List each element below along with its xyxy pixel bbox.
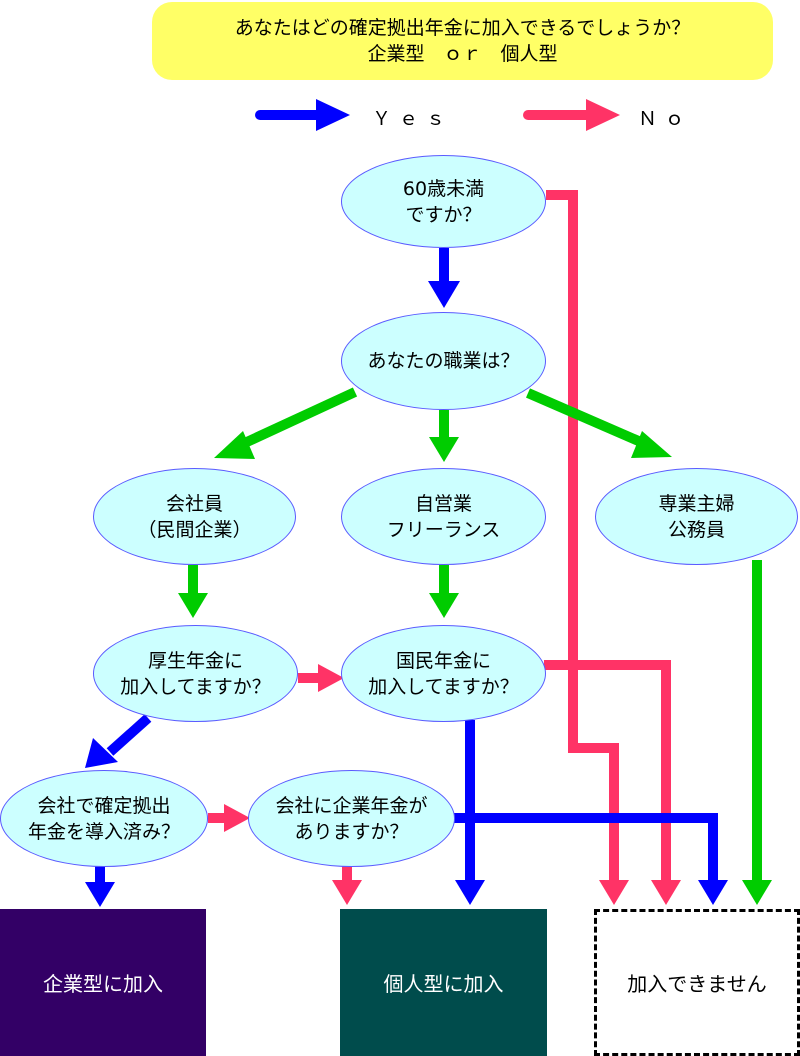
legend-yes-arrow bbox=[255, 99, 350, 131]
arrow-occupation-homemaker bbox=[526, 388, 672, 458]
arrow-company-pension-yes bbox=[454, 813, 728, 905]
node-homemaker: 専業主婦 公務員 bbox=[595, 468, 798, 565]
arrow-kosei-yes bbox=[85, 714, 152, 768]
arrow-occupation-employee bbox=[214, 387, 358, 459]
title-line-2: 企業型 ｏｒ 個人型 bbox=[367, 43, 558, 65]
node-kosei: 厚生年金に 加入してますか？ bbox=[93, 625, 298, 722]
legend-no-label: Ｎｏ bbox=[638, 108, 693, 130]
arrow-age-no bbox=[546, 190, 629, 905]
title-line-1: あなたはどの確定拠出年金に加入できるでしょうか？ bbox=[234, 17, 691, 39]
arrow-company-dc-no bbox=[208, 804, 250, 832]
result-none-label: 加入できません bbox=[627, 972, 767, 996]
result-none: 加入できません bbox=[594, 909, 800, 1056]
result-individual: 個人型に加入 bbox=[340, 909, 547, 1056]
arrow-occupation-selfemployed bbox=[429, 410, 459, 462]
node-age-line-1: 60歳未満 bbox=[402, 177, 485, 200]
result-individual-label: 個人型に加入 bbox=[383, 972, 504, 996]
result-company-label: 企業型に加入 bbox=[43, 972, 163, 996]
node-selfemployed-line-2: フリーランス bbox=[386, 518, 501, 541]
node-kokumin-line-2: 加入してますか？ bbox=[368, 675, 519, 698]
node-kosei-line-2: 加入してますか？ bbox=[120, 675, 271, 698]
arrow-kokumin-yes bbox=[455, 720, 485, 905]
node-company-pension-line-2: ありますか？ bbox=[294, 820, 409, 843]
node-company-dc-line-2: 年金を導入済み？ bbox=[27, 820, 180, 843]
node-company-pension-line-1: 会社に企業年金が bbox=[275, 794, 428, 817]
arrow-kokumin-no bbox=[544, 660, 681, 905]
arrow-employee-kosei bbox=[178, 565, 208, 618]
node-occupation-line-1: あなたの職業は？ bbox=[367, 350, 520, 372]
node-company-dc: 会社で確定拠出 年金を導入済み？ bbox=[0, 770, 208, 867]
node-company-dc-line-1: 会社で確定拠出 bbox=[37, 794, 171, 817]
arrow-kosei-no bbox=[298, 664, 344, 692]
arrow-age-yes bbox=[428, 248, 460, 308]
node-company-pension: 会社に企業年金が ありますか？ bbox=[248, 770, 455, 867]
node-kosei-line-1: 厚生年金に bbox=[147, 649, 243, 672]
node-age-line-2: ですか？ bbox=[405, 203, 482, 226]
node-selfemployed: 自営業 フリーランス bbox=[341, 468, 546, 565]
node-homemaker-line-1: 専業主婦 bbox=[658, 492, 735, 515]
node-employee-line-2: （民間企業） bbox=[137, 518, 252, 541]
result-company: 企業型に加入 bbox=[0, 909, 206, 1056]
node-kokumin: 国民年金に 加入してますか？ bbox=[341, 625, 546, 722]
arrow-selfemployed-kokumin bbox=[429, 565, 459, 618]
arrow-company-pension-no bbox=[332, 866, 362, 905]
legend-yes-label: Ｙｅｓ bbox=[372, 108, 454, 130]
title-box: あなたはどの確定拠出年金に加入できるでしょうか？ 企業型 ｏｒ 個人型 bbox=[152, 2, 773, 80]
node-kokumin-line-1: 国民年金に bbox=[395, 649, 491, 672]
node-occupation: あなたの職業は？ bbox=[341, 312, 546, 410]
node-age: 60歳未満 ですか？ bbox=[341, 155, 546, 248]
node-employee-line-1: 会社員 bbox=[165, 492, 223, 515]
arrow-company-dc-yes bbox=[85, 866, 115, 907]
node-homemaker-line-2: 公務員 bbox=[667, 518, 725, 541]
legend-no-arrow bbox=[523, 99, 620, 131]
node-employee: 会社員 （民間企業） bbox=[93, 468, 296, 565]
node-selfemployed-line-1: 自営業 bbox=[414, 492, 472, 515]
arrow-homemaker-none bbox=[742, 560, 772, 905]
